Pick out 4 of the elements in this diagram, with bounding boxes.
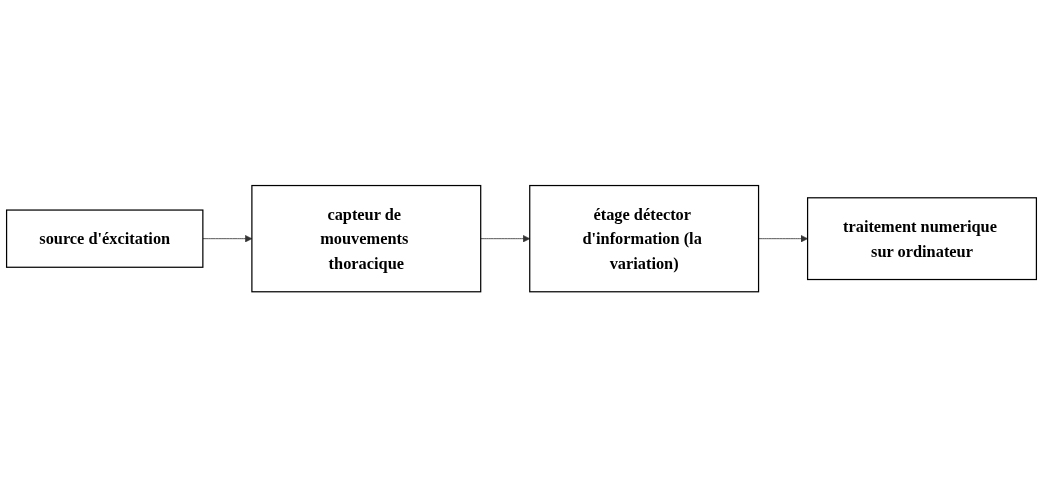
node-box: source d'éxcitation (5, 209, 204, 268)
node-box: traitement numerique sur ordinateur (806, 197, 1038, 280)
node-box: étage détector d'information (la variation) (529, 184, 760, 293)
node-box: capteur de mouvements thoracique (251, 184, 482, 293)
